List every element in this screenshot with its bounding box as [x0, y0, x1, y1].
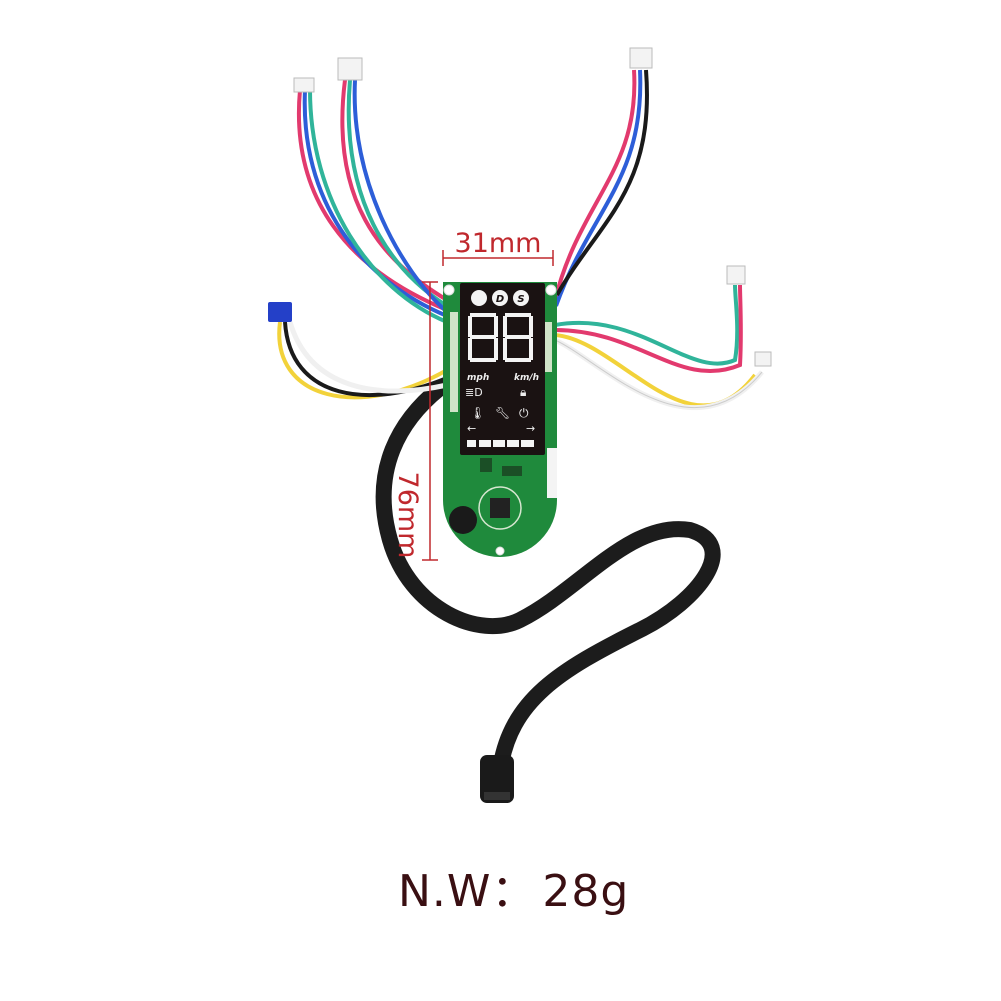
- connector-right-low: [754, 351, 772, 367]
- thermometer-icon: 🌡︎: [470, 406, 485, 420]
- height-dimension: [422, 281, 438, 561]
- connector-right-mid: [726, 265, 746, 285]
- right-top-wire-bundle: [553, 69, 649, 307]
- mode-d: D: [496, 294, 504, 305]
- unit-kmh: km/h: [514, 373, 539, 383]
- left-arrow-icon: ←: [467, 422, 476, 435]
- net-weight: N.W：28g: [398, 855, 629, 919]
- black-cable: [375, 380, 721, 778]
- connector-left-large: [337, 57, 363, 81]
- cable-connector: [480, 755, 514, 803]
- width-label: 31mm: [455, 228, 542, 259]
- height-label: 76mm: [392, 472, 423, 559]
- left-wire-bundle: [296, 79, 449, 324]
- wrench-icon: 🔧︎: [495, 406, 510, 420]
- pcb-pins-left: [450, 312, 458, 412]
- net-weight-value: 28g: [542, 866, 630, 917]
- net-weight-label: N.W：: [398, 866, 537, 917]
- connector-right-top: [629, 47, 653, 69]
- lock-icon: 🔒︎: [520, 385, 526, 399]
- width-dimension: [442, 250, 554, 266]
- speed-digits: [468, 313, 533, 362]
- battery-bars: [467, 440, 534, 447]
- right-wire-bundle: [553, 284, 764, 411]
- blue-connector: [268, 302, 292, 322]
- pcb-pins-right: [544, 322, 552, 372]
- push-button: [490, 498, 510, 518]
- display-panel: [460, 283, 545, 455]
- mode-s: S: [517, 294, 524, 305]
- connector-left-small: [293, 77, 315, 93]
- unit-mph: mph: [467, 373, 489, 383]
- walk-mode-icon: [471, 290, 487, 306]
- buzzer: [449, 506, 477, 534]
- power-icon: ⏻: [519, 406, 529, 420]
- left-small-wires: [277, 321, 448, 400]
- headlight-icon: ≣D: [465, 386, 483, 399]
- right-arrow-icon: →: [526, 422, 535, 435]
